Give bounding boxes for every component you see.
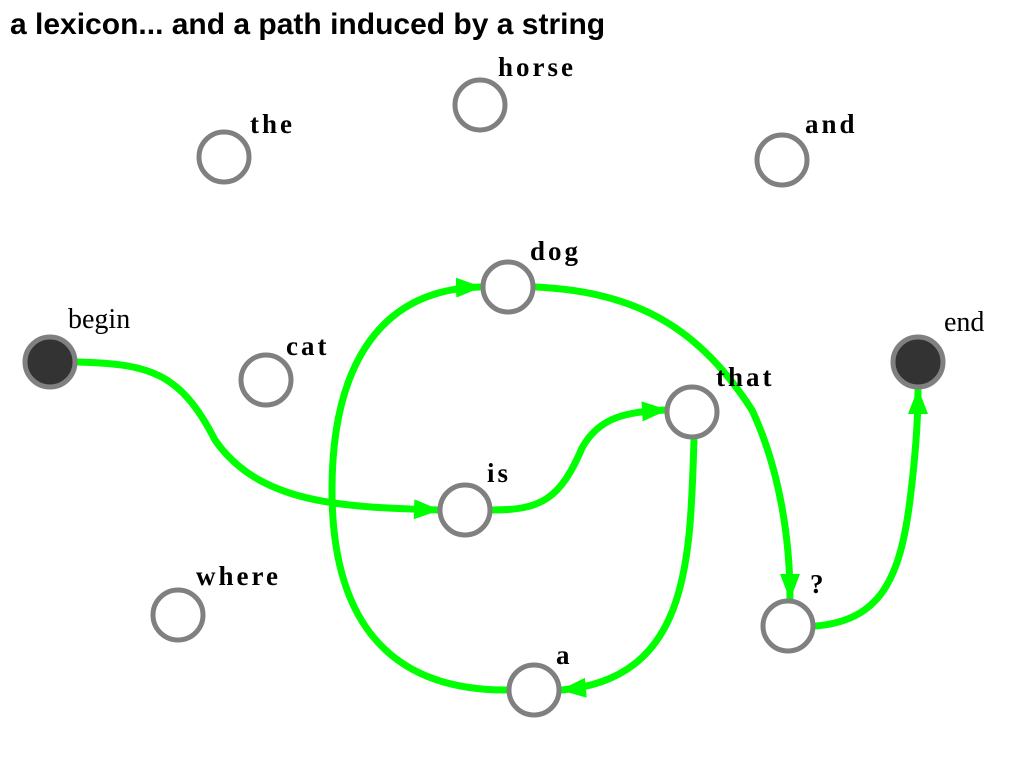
node-dog-label: dog: [530, 236, 581, 266]
node-the: the: [196, 109, 295, 185]
edge-begin-to-is: [73, 358, 442, 520]
node-a-circle: [506, 662, 562, 718]
node-end-label: end: [944, 307, 984, 338]
node-a: a: [506, 640, 573, 718]
node-question-circle: [760, 598, 816, 654]
node-that: that: [664, 362, 775, 440]
edge-a-to-dog: [328, 277, 510, 694]
page-title: a lexicon... and a path induced by a str…: [10, 8, 606, 41]
node-end: end: [890, 307, 984, 390]
node-cat: cat: [238, 331, 329, 408]
node-cat-label: cat: [286, 331, 329, 361]
node-is-circle: [437, 482, 493, 538]
node-that-label: that: [716, 362, 775, 392]
node-is: is: [437, 458, 511, 538]
node-that-circle: [664, 384, 720, 440]
node-dog-circle: [480, 259, 536, 315]
edge-is-to-that: [488, 401, 670, 514]
node-where: where: [150, 561, 281, 643]
node-a-label: a: [556, 640, 573, 670]
node-horse: horse: [452, 52, 576, 133]
node-cat-circle: [238, 352, 294, 408]
edge-dog-to-question: [532, 283, 800, 602]
edge-that-to-a: [558, 436, 698, 698]
edge-question-to-end: [812, 386, 928, 630]
node-begin-label: begin: [68, 304, 130, 335]
node-the-label: the: [250, 109, 295, 139]
node-where-label: where: [196, 561, 281, 591]
node-horse-circle: [452, 77, 508, 133]
node-and-circle: [754, 132, 810, 188]
node-end-circle: [890, 334, 946, 390]
node-begin-circle: [22, 334, 78, 390]
node-begin: begin: [22, 304, 130, 390]
node-and-label: and: [805, 109, 858, 139]
node-question: ?: [760, 569, 827, 654]
node-is-label: is: [487, 458, 511, 488]
path-edges: [73, 277, 928, 698]
node-question-label: ?: [810, 569, 827, 599]
node-horse-label: horse: [498, 52, 576, 82]
node-where-circle: [150, 587, 206, 643]
node-dog: dog: [480, 236, 581, 315]
node-and: and: [754, 109, 858, 188]
node-the-circle: [196, 129, 252, 185]
lexicon-nodes: horse the and dog begin end: [22, 52, 984, 718]
